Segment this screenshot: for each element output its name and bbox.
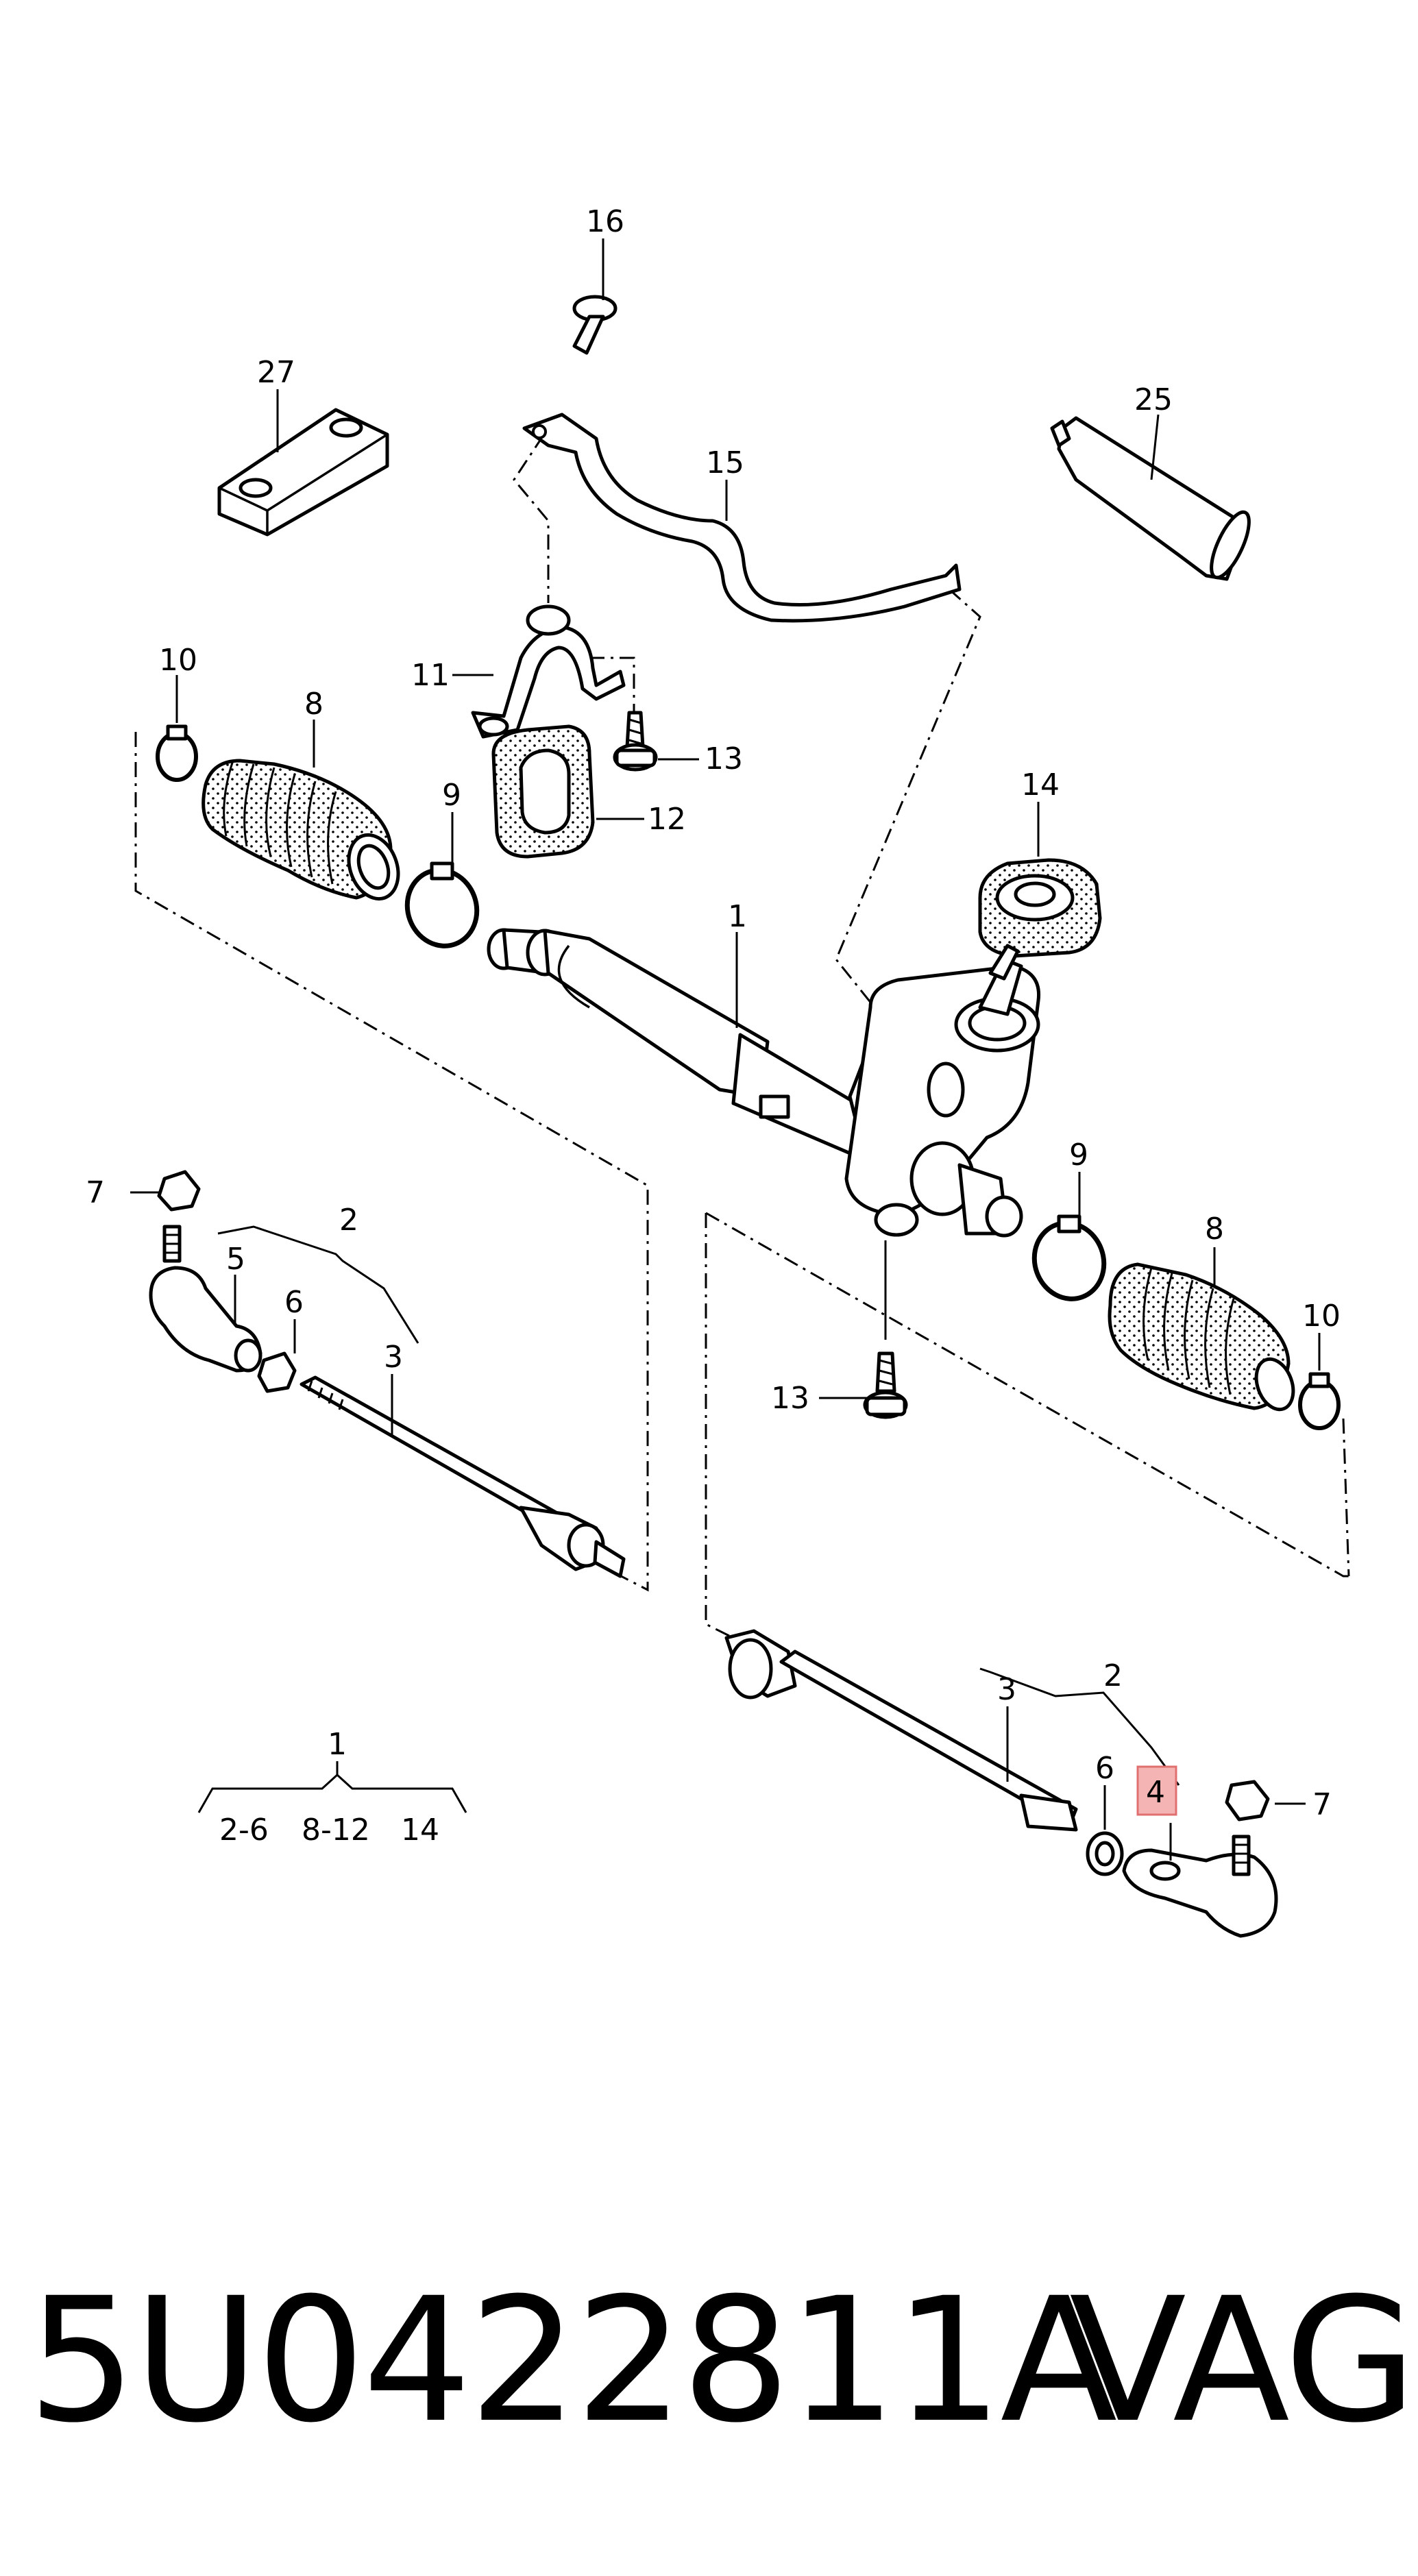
label-3-right: 3 <box>997 1672 1016 1707</box>
label-27: 27 <box>257 355 295 390</box>
label-6-left: 6 <box>284 1285 304 1320</box>
label-5: 5 <box>226 1242 245 1277</box>
label-2-left: 2 <box>339 1203 358 1238</box>
label-3-left: 3 <box>384 1340 403 1375</box>
label-25: 25 <box>1134 382 1173 417</box>
part-27-bracket-block <box>217 389 389 537</box>
part-8-right-boot <box>1108 1247 1295 1412</box>
part-16-bolt <box>572 238 618 355</box>
label-12: 12 <box>648 802 686 837</box>
part-4-highlight-box <box>1136 1765 1177 1816</box>
left-tie-rod-group <box>130 1170 626 1578</box>
label-7-right: 7 <box>1312 1787 1332 1822</box>
label-8-left: 8 <box>304 687 323 722</box>
part-number: 5U0422811A <box>27 2261 1117 2460</box>
kit-legend-number: 1 <box>328 1727 347 1762</box>
label-1-rack: 1 <box>728 899 747 934</box>
label-2-right: 2 <box>1103 1658 1123 1693</box>
label-16: 16 <box>586 204 624 239</box>
kit-legend-item-2: 8-12 <box>302 1813 370 1848</box>
part-8-left-boot <box>201 720 400 901</box>
part-13-upper-screw <box>613 711 699 772</box>
part-10-left-clip <box>156 675 198 782</box>
part-9-right-clamp <box>1031 1172 1107 1301</box>
right-tie-rod-group <box>724 1629 1306 1938</box>
part-14-seal <box>978 802 1102 958</box>
label-13-lower: 13 <box>771 1381 809 1416</box>
label-11: 11 <box>411 658 450 693</box>
label-13-upper: 13 <box>705 741 743 776</box>
label-10-left: 10 <box>159 643 197 678</box>
callout-labels: 16 27 25 15 10 8 11 13 12 9 14 1 9 7 2 8… <box>86 204 1341 1848</box>
label-8-right: 8 <box>1205 1212 1224 1247</box>
part-10-right-clip <box>1298 1333 1341 1430</box>
label-7-left: 7 <box>86 1175 105 1210</box>
part-12-rubber-bush <box>491 724 644 859</box>
assembly-dash-lines <box>134 434 1350 1639</box>
label-14: 14 <box>1021 768 1060 802</box>
label-4: 4 <box>1146 1775 1165 1810</box>
brand-name: VAG <box>1069 2261 1417 2460</box>
label-15: 15 <box>706 445 744 480</box>
label-10-right: 10 <box>1302 1299 1341 1334</box>
label-6-right: 6 <box>1095 1751 1114 1786</box>
part-9-left-clamp <box>404 812 480 948</box>
part-13-lower-screw <box>819 1351 908 1419</box>
label-9-right: 9 <box>1069 1138 1088 1173</box>
label-9-left: 9 <box>442 778 461 813</box>
kit-legend-bracket <box>197 1761 467 1813</box>
kit-legend-item-1: 2-6 <box>219 1813 269 1848</box>
part-1-steering-rack <box>487 928 1041 1340</box>
part-15-mounting-strap <box>522 413 962 623</box>
part-25-grease-tube <box>1050 414 1251 581</box>
kit-legend-item-3: 14 <box>401 1813 439 1848</box>
part-11-clamp <box>452 604 626 739</box>
